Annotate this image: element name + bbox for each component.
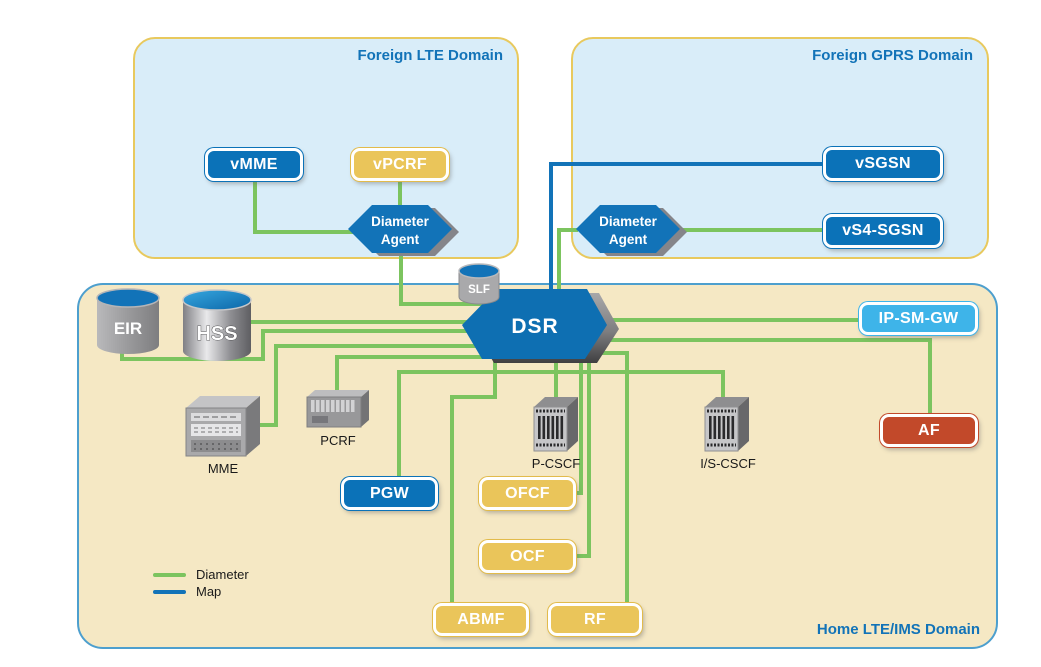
vmme-label: vMME [230,155,278,173]
abmf-label: ABMF [457,610,505,628]
mme-side-face [246,396,260,456]
vs4-sgsn-node: vS4-SGSN [823,214,943,248]
link-dsr-rf [592,351,629,606]
vs4-sgsn-label: vS4-SGSN [842,222,924,239]
vsgsn-label: vSGSN [855,155,911,172]
eir-label: EIR [114,319,142,338]
legend-item-diameter: Diameter [153,566,249,583]
foreign-lte-domain: Foreign LTE Domain [133,37,519,259]
home-lte-ims-domain-title: Home LTE/IMS Domain [816,621,980,638]
rf-label: RF [584,610,606,628]
pcrf-side-face [361,390,369,427]
is-cscf-side-face [738,397,749,451]
link-dsr-ocf [574,356,591,558]
dsr-node: DSR [462,289,619,363]
link-dsr-ofcf [574,356,583,495]
af-label: AF [918,421,940,439]
agent-lte-label-2: Agent [381,232,420,247]
ip-sm-gw-label: IP-SM-GW [878,309,959,327]
rf-node: RF [548,603,642,636]
pgw-node: PGW [341,477,438,510]
link-vmme-agent [253,180,356,234]
p-cscf-server-icon [533,397,578,452]
eir-top [96,288,160,308]
ocf-label: OCF [510,547,545,565]
vpcrf-node: vPCRF [351,148,449,181]
slf-body [458,271,500,305]
link-dsr-abmf [450,356,497,606]
foreign-gprs-domain-title: Foreign GPRS Domain [812,47,973,64]
ofcf-label: OFCF [505,484,550,502]
link-mme-dsr [252,344,480,427]
pcrf-server-icon [306,390,369,428]
vpcrf-label: vPCRF [373,155,427,173]
mme-top-face [186,396,260,408]
diameter-links [120,180,932,606]
hss-label: HSS [196,323,237,345]
dsr-body [462,289,607,359]
dsr-label: DSR [511,315,558,338]
hss-top [182,289,252,311]
is-cscf-top-face [705,397,749,407]
ocf-node: OCF [479,540,576,573]
diameter-line-swatch [153,572,186,577]
legend-item-map: Map [153,583,249,600]
vsgsn-node: vSGSN [823,147,943,181]
agent-gprs-label-2: Agent [609,232,648,247]
abmf-node: ABMF [433,603,529,636]
slf-label: SLF [468,284,490,296]
eir-body [97,298,159,354]
eir-database-icon: EIR [96,288,160,354]
p-cscf-top-face [534,397,578,407]
agent-gprs-body [576,205,680,253]
slf-top [458,263,500,279]
link-pcrf-dsr [335,355,486,394]
map-legend-label: Map [196,584,222,599]
diameter-legend-label: Diameter [196,567,249,582]
link-dsr-af [596,338,932,417]
hss-body [183,300,251,361]
af-node: AF [880,414,978,447]
map-line-swatch [153,589,186,594]
link-agent-lte-dsr [399,252,486,306]
ip-sm-gw-node: IP-SM-GW [859,302,978,335]
agent-gprs-label-1: Diameter [599,214,658,229]
p-cscf-label: P-CSCF [531,456,581,471]
link-agent-gprs-dsr [557,228,578,292]
diameter-agent-lte-node: Diameter Agent [348,205,459,256]
is-cscf-server-icon [704,397,749,452]
ofcf-node: OFCF [479,477,576,510]
pcrf-label: PCRF [320,433,356,448]
pcrf-panel [312,416,328,423]
vmme-node: vMME [205,148,303,181]
p-cscf-side-face [567,397,578,451]
hss-database-icon: HSS [182,289,252,361]
link-pgw-iscscf [397,370,725,480]
link-eir-dsr [120,329,472,361]
mme-label: MME [207,461,239,476]
mme-server-icon [185,396,260,457]
link-vsgsn-dsr [549,162,825,292]
agent-lte-label-1: Diameter [371,214,430,229]
agent-lte-body [348,205,452,253]
is-cscf-label: I/S-CSCF [700,456,756,471]
pgw-label: PGW [369,484,410,502]
legend: Diameter Map [153,566,249,600]
diameter-agent-gprs-node: Diameter Agent [576,205,687,256]
pcrf-top-face [307,390,369,397]
foreign-lte-domain-title: Foreign LTE Domain [357,47,503,64]
slf-database-icon: SLF [458,263,500,305]
map-links [549,162,825,292]
